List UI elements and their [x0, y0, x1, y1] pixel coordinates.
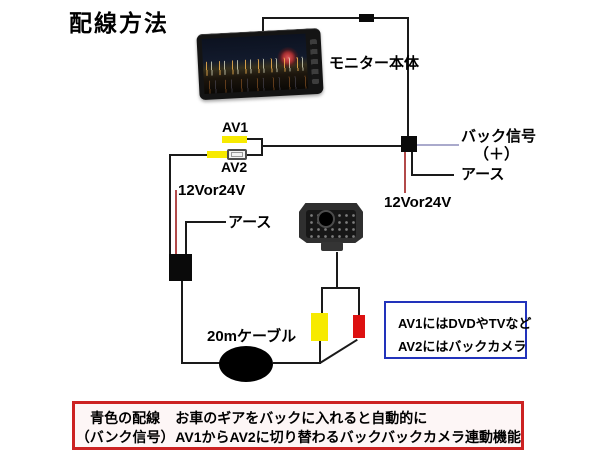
av2-barrel-plug	[227, 149, 247, 160]
ground-right-label: アース	[461, 166, 505, 183]
camera-red-rca	[353, 315, 365, 338]
inline-connector	[359, 14, 374, 22]
back-signal-label: バック信号	[461, 128, 537, 145]
wire-ground-left-down	[185, 221, 187, 255]
wire-cable-right	[273, 362, 321, 364]
av2-yellow-connector	[207, 151, 228, 158]
cable-coil	[219, 346, 273, 382]
junction-box	[169, 254, 192, 281]
camera-yellow-rca	[311, 313, 328, 341]
wire-right-down	[407, 17, 409, 137]
av-note-line2: AV2にはバックカメラ	[398, 339, 527, 354]
monitor-screen	[201, 33, 309, 94]
wire-av2-right	[246, 154, 263, 156]
monitor-photo	[196, 27, 324, 101]
wire-power-right	[404, 152, 406, 193]
caption-body-line2: AV1からAV2に切り替わるバックバックカメラ連動機能	[175, 429, 521, 445]
wire-to-yellow-rca	[321, 287, 323, 313]
wire-camera-down	[336, 252, 338, 288]
monitor-label: モニター本体	[329, 55, 420, 72]
wire-junction-down	[181, 281, 183, 363]
power-left-label: 12Vor24V	[178, 182, 246, 199]
ground-left-label: アース	[228, 214, 272, 231]
wire-av2-left	[169, 154, 208, 156]
wire-back-signal	[417, 144, 459, 146]
wire-cable-left	[181, 362, 221, 364]
camera-bracket	[321, 242, 343, 251]
av2-label: AV2	[221, 159, 248, 175]
wire-av1	[247, 138, 263, 140]
wire-ground-right-down	[411, 152, 413, 176]
wire-ground-left	[185, 221, 226, 223]
wire-top-horizontal	[262, 17, 409, 19]
city-lights	[202, 56, 308, 77]
wire-cable-diagonal	[319, 338, 358, 364]
wire-camera-split	[321, 287, 360, 289]
caption-box: 青色の配線 （バンク信号） お車のギアをバックに入れると自動的に AV1からAV…	[72, 401, 524, 450]
rear-camera-photo	[299, 203, 363, 253]
back-signal-plus-label: （＋）	[474, 146, 520, 163]
av1-yellow-connector	[222, 136, 247, 143]
water-reflection	[203, 75, 309, 94]
caption-heading-line2: （バンク信号）	[75, 429, 175, 445]
wire-power-left	[175, 190, 177, 255]
wire-to-red-rca	[358, 287, 360, 315]
wire-av-bracket	[261, 138, 263, 156]
page-title: 配線方法	[69, 10, 169, 36]
cable-label: 20mケーブル	[207, 328, 297, 345]
terminal-block	[401, 136, 417, 152]
av-note-box: AV1にはDVDやTVなど AV2にはバックカメラ	[384, 301, 531, 359]
monitor-buttons	[309, 38, 320, 85]
av-note-line1: AV1にはDVDやTVなど	[398, 316, 532, 331]
wire-monitor-up	[262, 17, 264, 35]
wire-ground-right	[411, 174, 454, 176]
av1-label: AV1	[222, 119, 249, 135]
caption-heading-line1: 青色の配線	[90, 410, 161, 426]
caption-body: お車のギアをバックに入れると自動的に AV1からAV2に切り替わるバックバックカ…	[175, 404, 521, 447]
caption-heading: 青色の配線 （バンク信号）	[75, 404, 175, 447]
wire-main	[263, 145, 403, 147]
caption-body-line1: お車のギアをバックに入れると自動的に	[175, 410, 428, 426]
power-right-label: 12Vor24V	[384, 194, 452, 211]
camera-lens-icon	[317, 210, 335, 228]
wire-left-down	[169, 154, 171, 255]
wire-yellow-rca-down	[319, 341, 321, 363]
